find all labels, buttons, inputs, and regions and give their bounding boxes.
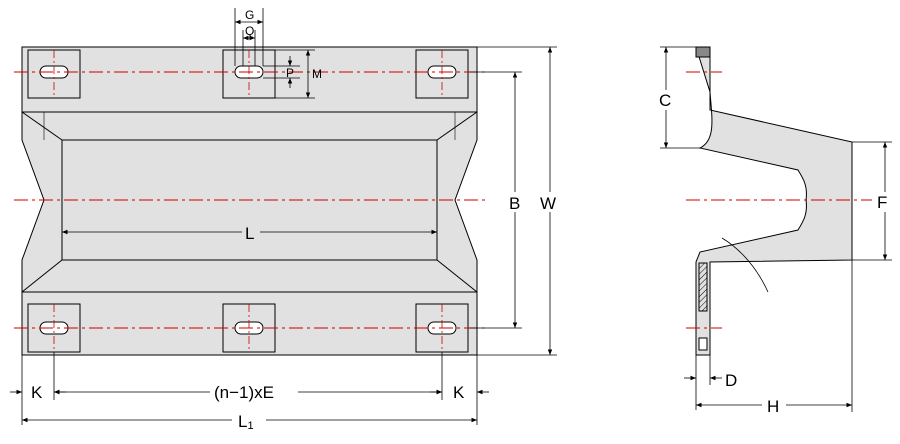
dim-H [696,260,853,412]
side-centerlines [686,71,872,329]
label-F: F [877,193,887,212]
label-M: M [312,67,322,81]
label-B: B [509,194,520,213]
label-L: L [245,224,254,243]
side-bolt-slot [698,337,708,351]
bolt-pocket-bottom-left [27,303,81,353]
front-view: G Q P M B W [10,8,560,432]
label-H: H [767,397,779,416]
bolt-pocket-top-right [415,49,469,99]
label-G: G [245,8,254,22]
dim-G [234,8,264,66]
side-body-outline [695,46,853,356]
label-nE: (n−1)xE [214,383,274,402]
label-D: D [725,371,737,390]
bolt-pocket-top-left [27,49,81,99]
dim-P-M [263,49,315,99]
side-back-plate [695,46,711,58]
label-Q: Q [245,24,254,38]
dim-D [684,355,722,410]
label-P: P [286,66,294,80]
side-view: C F D H [656,46,894,416]
side-bolt-hatch [698,262,708,312]
label-C: C [659,91,671,110]
bolt-pocket-top-center [222,49,276,99]
label-W: W [540,194,556,213]
label-K-left: K [31,383,43,402]
label-L1: L1 [238,412,254,432]
front-centerlines [14,71,486,329]
label-K-right: K [453,383,465,402]
